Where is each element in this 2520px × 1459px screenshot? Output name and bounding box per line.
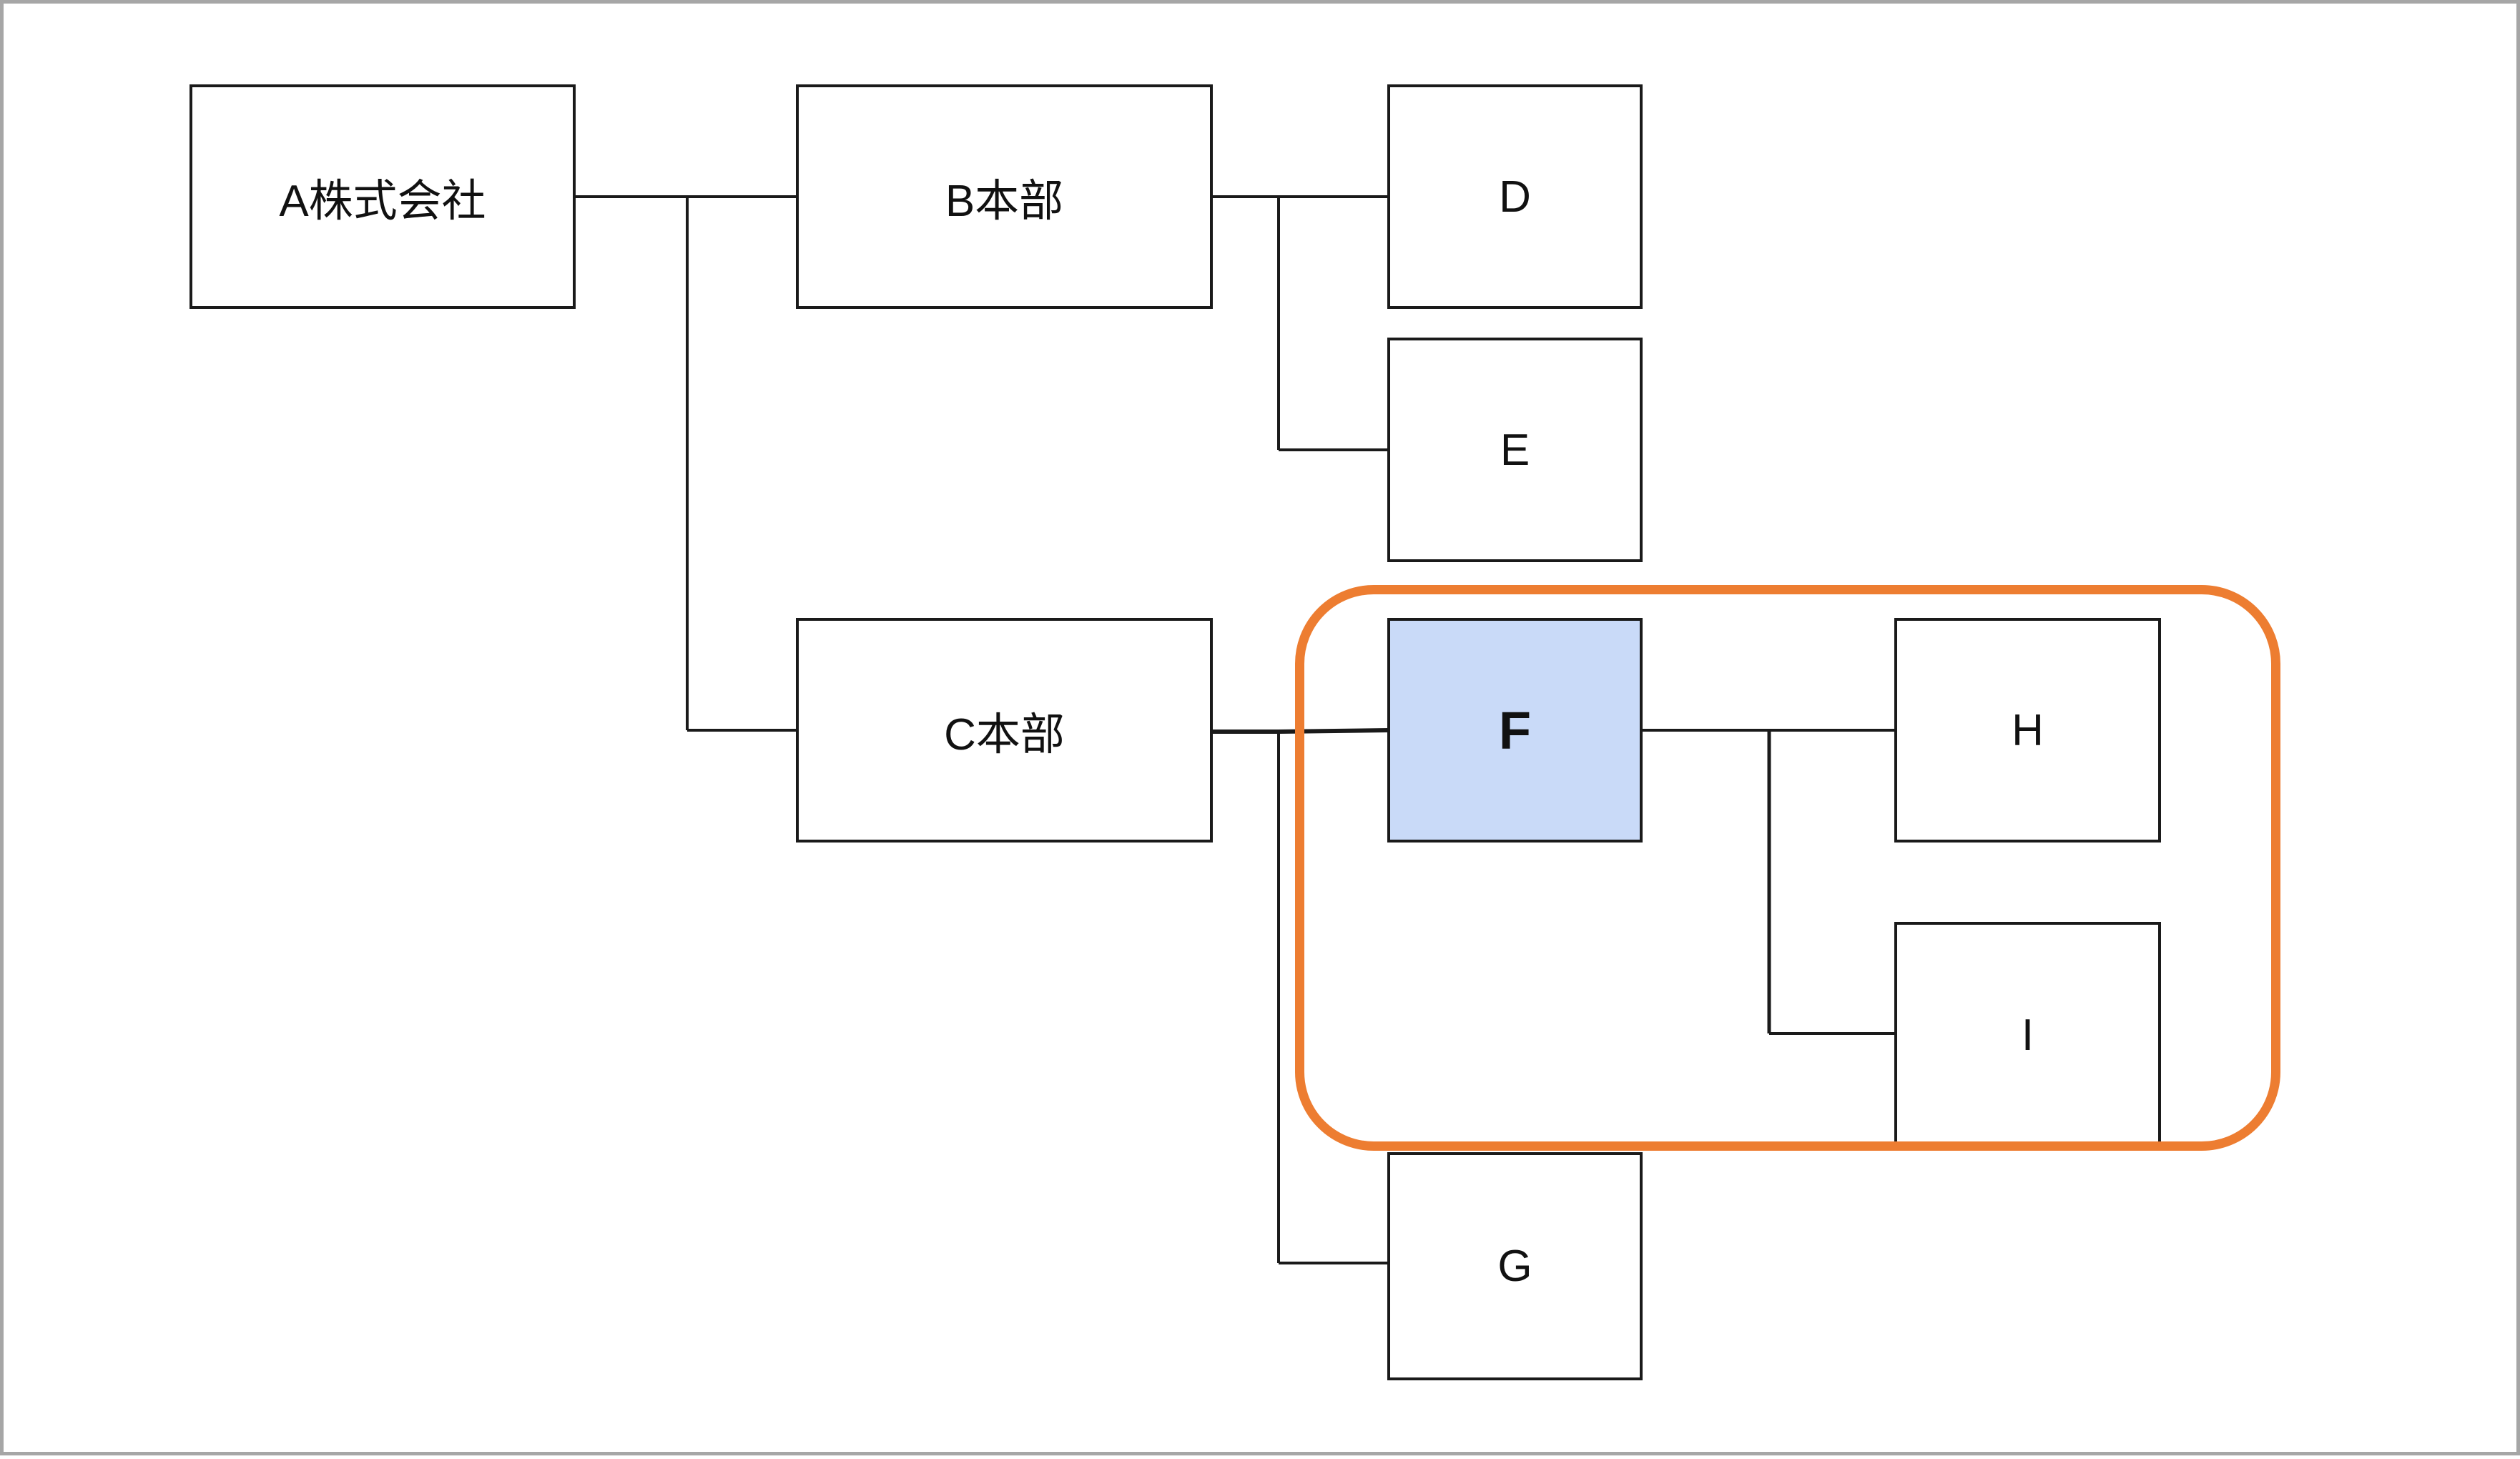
- node-h[interactable]: H: [1894, 618, 2161, 843]
- node-f[interactable]: F: [1387, 618, 1643, 843]
- node-g[interactable]: G: [1387, 1152, 1643, 1380]
- node-b[interactable]: B本部: [796, 84, 1213, 309]
- node-d[interactable]: D: [1387, 84, 1643, 309]
- highlight-frame: [1295, 585, 2280, 1151]
- node-c[interactable]: C本部: [796, 618, 1213, 843]
- node-e[interactable]: E: [1387, 338, 1643, 562]
- node-i[interactable]: I: [1894, 922, 2161, 1145]
- node-a[interactable]: A株式会社: [190, 84, 576, 309]
